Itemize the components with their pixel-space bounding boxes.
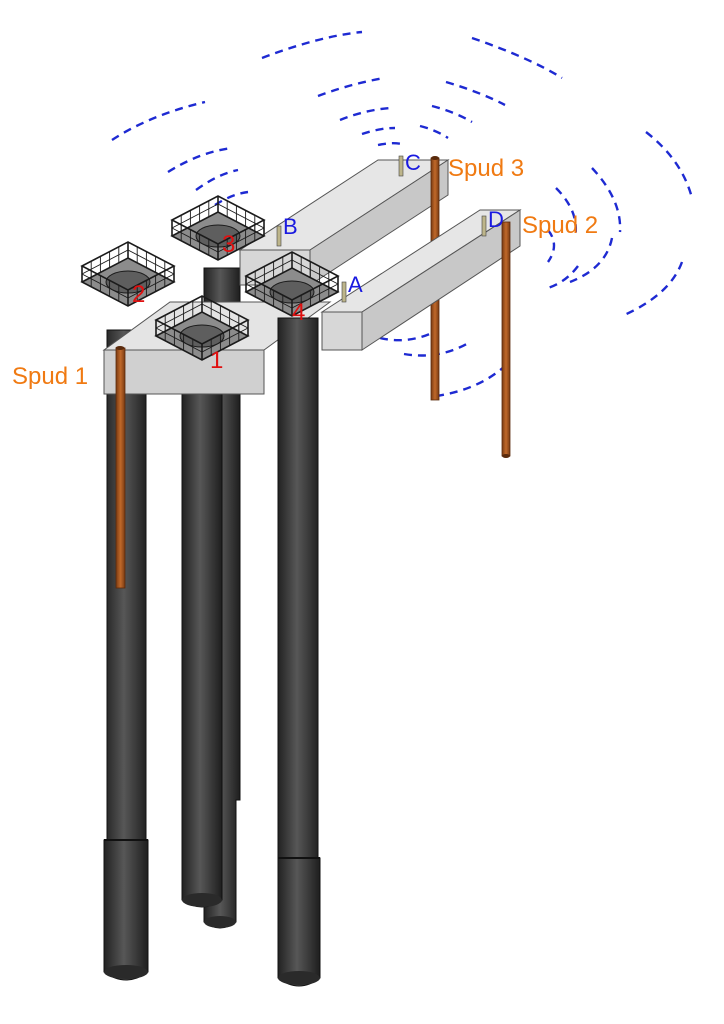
pile-4-label: 4: [292, 299, 305, 326]
barge-front: [320, 209, 522, 351]
pile-1: [181, 351, 223, 908]
wave-arc: [547, 265, 579, 290]
labels: Spud 1 Spud 2 Spud 3 A B C D 1 2 3 4: [12, 150, 598, 390]
wave-arc: [339, 106, 391, 122]
spud-3-label: Spud 3: [448, 155, 524, 182]
wave-arc: [435, 365, 506, 398]
gripper-frame-1: [154, 295, 250, 361]
wave-arc: [645, 131, 694, 199]
wave-arc: [377, 142, 403, 147]
wave-arc: [195, 168, 239, 191]
corner-a-label: A: [348, 272, 363, 297]
corner-b-label: B: [283, 214, 298, 239]
pile-gripper-frames: [80, 195, 340, 361]
corner-c-label: C: [405, 150, 421, 175]
wave-arc: [261, 30, 363, 60]
wave-arc: [167, 146, 233, 174]
pile-1-label: 1: [210, 347, 223, 374]
wave-arc: [471, 36, 563, 80]
wave-arc: [111, 100, 206, 142]
spud-1-label: Spud 1: [12, 363, 88, 390]
pile-3-label: 3: [222, 231, 235, 258]
spud-2: [501, 221, 511, 458]
wave-arc: [547, 229, 556, 263]
wave-arc: [379, 328, 439, 342]
wave-arc: [431, 104, 473, 124]
gripper-frame-4: [244, 251, 340, 317]
pile-2: [103, 329, 149, 981]
wave-arc: [621, 261, 684, 318]
wave-arc: [555, 187, 577, 239]
corner-d-label: D: [488, 207, 504, 232]
pile-2-label: 2: [132, 281, 145, 308]
wave-arc: [569, 237, 614, 284]
spud-2-label: Spud 2: [522, 212, 598, 239]
wave-arc: [419, 124, 449, 139]
barge-rear: [238, 159, 450, 286]
sound-waves: [111, 30, 694, 398]
wave-arc: [445, 80, 506, 107]
wave-arc: [591, 167, 622, 233]
spud-1: [115, 346, 126, 589]
pile-4: [277, 317, 321, 987]
gripper-frame-3: [170, 195, 266, 261]
gripper-frame-2: [80, 241, 176, 307]
corner-posts: [276, 155, 487, 303]
wave-arc: [317, 76, 385, 98]
wave-arc: [361, 126, 396, 136]
